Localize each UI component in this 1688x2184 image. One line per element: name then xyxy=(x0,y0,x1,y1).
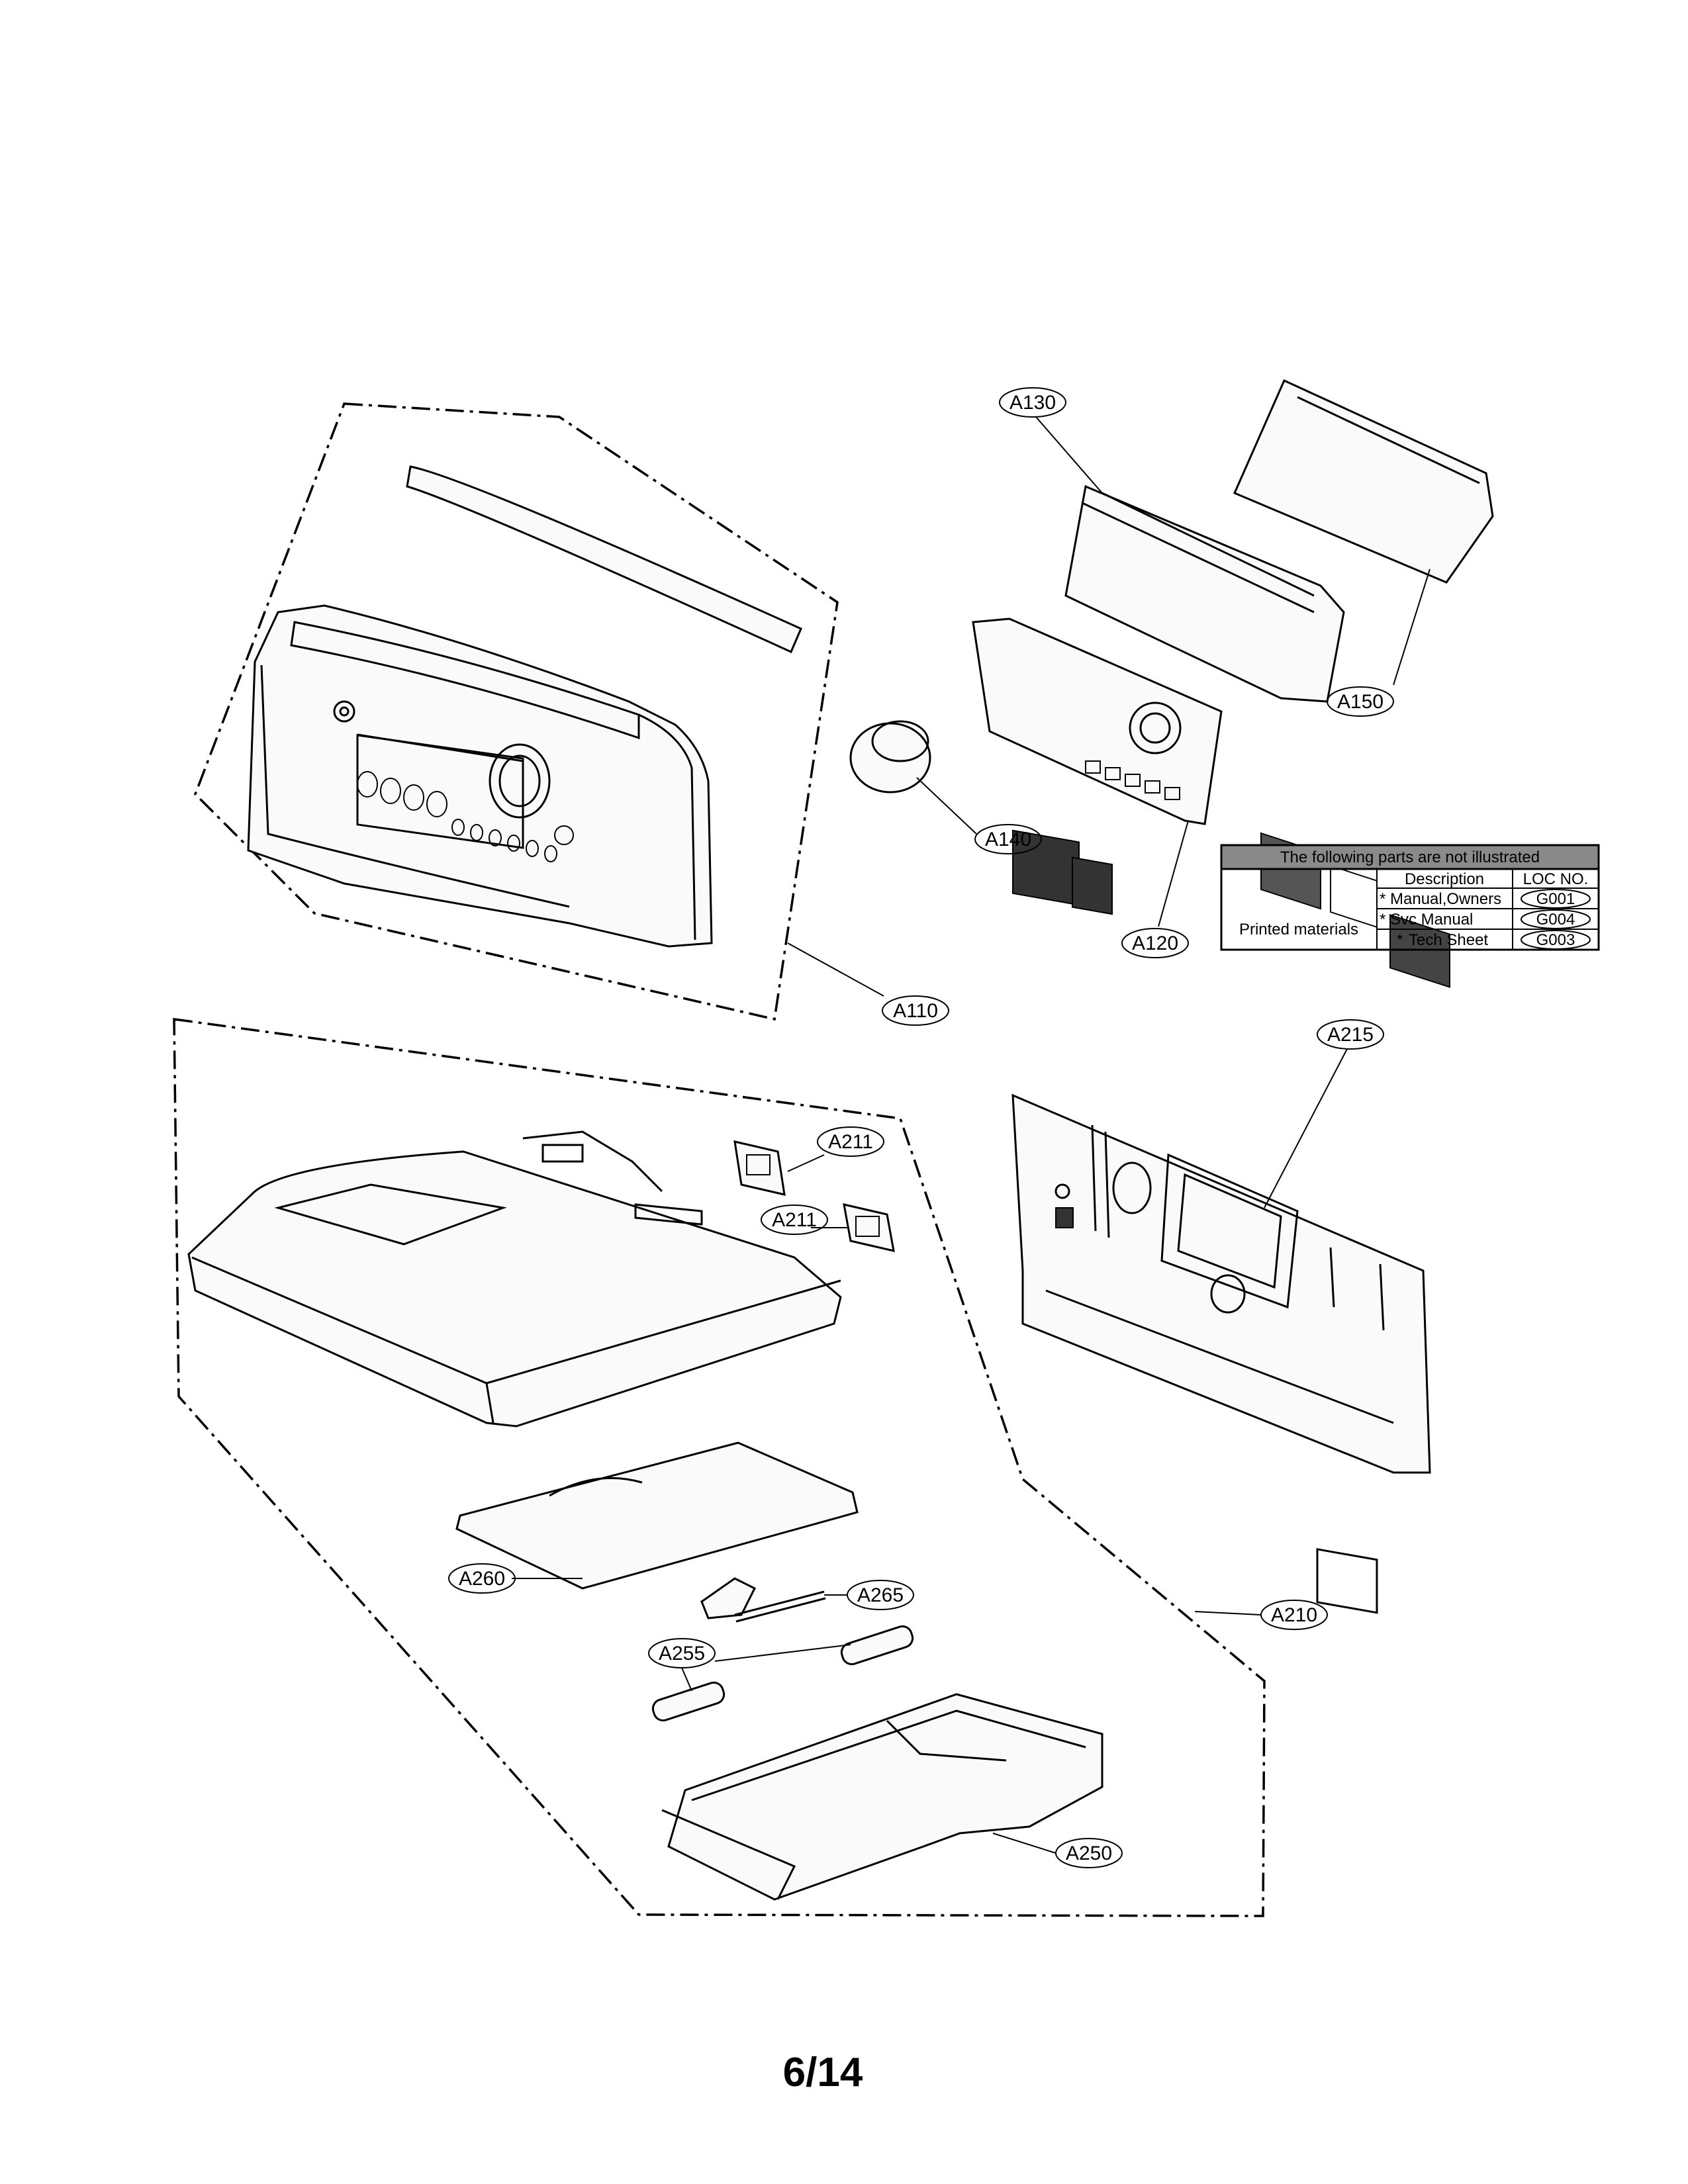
svg-text:A211: A211 xyxy=(828,1131,873,1153)
lid-frame-a250 xyxy=(661,1693,1103,1901)
svg-text:A150: A150 xyxy=(1337,691,1383,713)
panel-trim-strip xyxy=(406,465,802,653)
callout-a211-bottom: A211 xyxy=(761,1205,828,1235)
svg-text:A210: A210 xyxy=(1271,1604,1317,1626)
svg-text:A110: A110 xyxy=(893,1000,938,1022)
table-description: Manual,Owners xyxy=(1390,890,1501,908)
hinge-pin-a265 xyxy=(700,1577,826,1623)
callout-a265: A265 xyxy=(847,1580,914,1610)
svg-text:A215: A215 xyxy=(1327,1024,1374,1046)
callout-a110: A110 xyxy=(882,995,949,1026)
callout-a140: A140 xyxy=(974,824,1042,854)
svg-text:A255: A255 xyxy=(659,1643,705,1664)
knob-a140 xyxy=(849,720,931,794)
back-panel-a215 xyxy=(1011,1093,1431,1614)
svg-text:A211: A211 xyxy=(772,1209,817,1231)
printed-materials-table: The following parts are not illustrated … xyxy=(1220,844,1600,951)
table-marker: * xyxy=(1380,890,1385,908)
table-col-description: Description xyxy=(1405,870,1484,888)
callout-a130: A130 xyxy=(999,387,1066,418)
top-plate-group xyxy=(173,1017,1266,1917)
control-panel-group xyxy=(193,402,839,1021)
callout-a120: A120 xyxy=(1121,928,1189,958)
callout-a250: A250 xyxy=(1055,1838,1123,1868)
table-marker: * xyxy=(1397,931,1403,949)
table-loc: G003 xyxy=(1536,931,1575,949)
callout-a260: A260 xyxy=(448,1563,516,1594)
callout-a255: A255 xyxy=(648,1638,716,1668)
table-banner: The following parts are not illustrated xyxy=(1280,848,1540,866)
table-loc: G004 xyxy=(1536,911,1575,929)
leader-lines xyxy=(512,416,1430,1854)
control-panel-body xyxy=(247,604,713,948)
table-description: Tech Sheet xyxy=(1409,931,1488,949)
svg-text:A140: A140 xyxy=(985,829,1031,850)
table-col-loc: LOC NO. xyxy=(1523,870,1589,888)
page-number: 6/14 xyxy=(783,2050,863,2095)
top-plate-body xyxy=(187,1130,842,1428)
callout-a211-top: A211 xyxy=(817,1126,884,1157)
callout-a215: A215 xyxy=(1317,1019,1384,1050)
table-row-label: Printed materials xyxy=(1239,921,1358,938)
callout-a210: A210 xyxy=(1260,1600,1328,1630)
table-description: Svc Manual xyxy=(1390,911,1473,929)
hinge-bracket-a211-top xyxy=(733,1140,786,1196)
svg-text:A260: A260 xyxy=(459,1568,505,1590)
svg-text:A250: A250 xyxy=(1066,1843,1112,1864)
hinge-a255-left xyxy=(651,1681,726,1722)
lid-a260 xyxy=(455,1441,859,1590)
table-loc: G001 xyxy=(1536,890,1575,908)
table-marker: * xyxy=(1380,911,1385,929)
hinge-bracket-a211-bottom xyxy=(843,1203,895,1252)
callout-a150: A150 xyxy=(1327,686,1394,717)
main-pcb-a120 xyxy=(972,617,1223,915)
svg-text:A120: A120 xyxy=(1132,933,1178,954)
hinge-a255-right xyxy=(840,1625,914,1666)
svg-text:A130: A130 xyxy=(1009,392,1056,414)
svg-text:A265: A265 xyxy=(857,1584,904,1606)
